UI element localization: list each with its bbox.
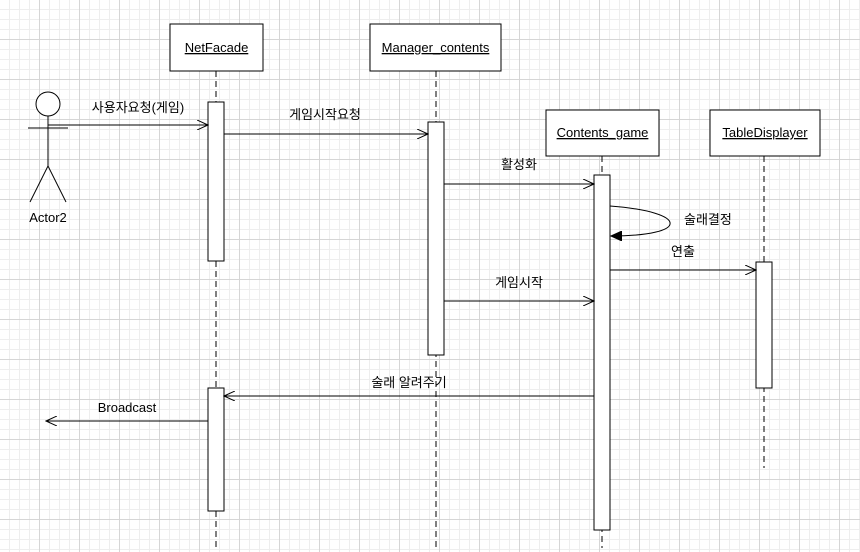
message-label: 연출 [671,244,695,259]
table-activation[interactable] [755,261,773,389]
message-game-start-request[interactable]: 게임시작요청 [224,107,428,134]
message-label: 게임시작요청 [289,107,361,122]
netfacade-activation-1[interactable] [207,101,225,262]
table-header[interactable]: TableDisplayer [709,109,821,157]
message-direction[interactable]: 연출 [610,244,756,270]
actor-figure[interactable]: Actor2 [28,91,68,225]
message-label: 술래 알려주기 [371,375,446,390]
netfacade-activation-2[interactable] [207,387,225,512]
message-label: 활성화 [501,157,537,172]
manager-label: Manager_contents [382,40,490,55]
self-message-arrow [609,205,671,236]
netfacade-label: NetFacade [185,40,249,55]
message-game-start[interactable]: 게임시작 [444,275,594,301]
message-label: 사용자요청(게임) [92,100,184,115]
message-decide-tagger[interactable]: 술래결정 [609,205,732,236]
message-activate[interactable]: 활성화 [444,157,594,184]
message-label: 술래결정 [684,212,732,227]
actor-right-leg [47,165,67,203]
message-notify-tagger[interactable]: 술래 알려주기 [224,375,594,396]
netfacade-header[interactable]: NetFacade [169,23,264,72]
manager-header[interactable]: Manager_contents [369,23,502,72]
contents-game-activation[interactable] [593,174,611,531]
actor-head [35,91,61,117]
table-label: TableDisplayer [722,125,808,140]
message-broadcast[interactable]: Broadcast [46,400,208,421]
message-label: Broadcast [98,400,157,415]
actor-name: Actor2 [29,210,67,225]
contents-game-label: Contents_game [557,125,649,140]
actor-left-leg [29,165,49,203]
manager-activation[interactable] [427,121,445,356]
contents-game-header[interactable]: Contents_game [545,109,660,157]
message-label: 게임시작 [495,275,543,290]
message-user-request[interactable]: 사용자요청(게임) [48,100,208,125]
